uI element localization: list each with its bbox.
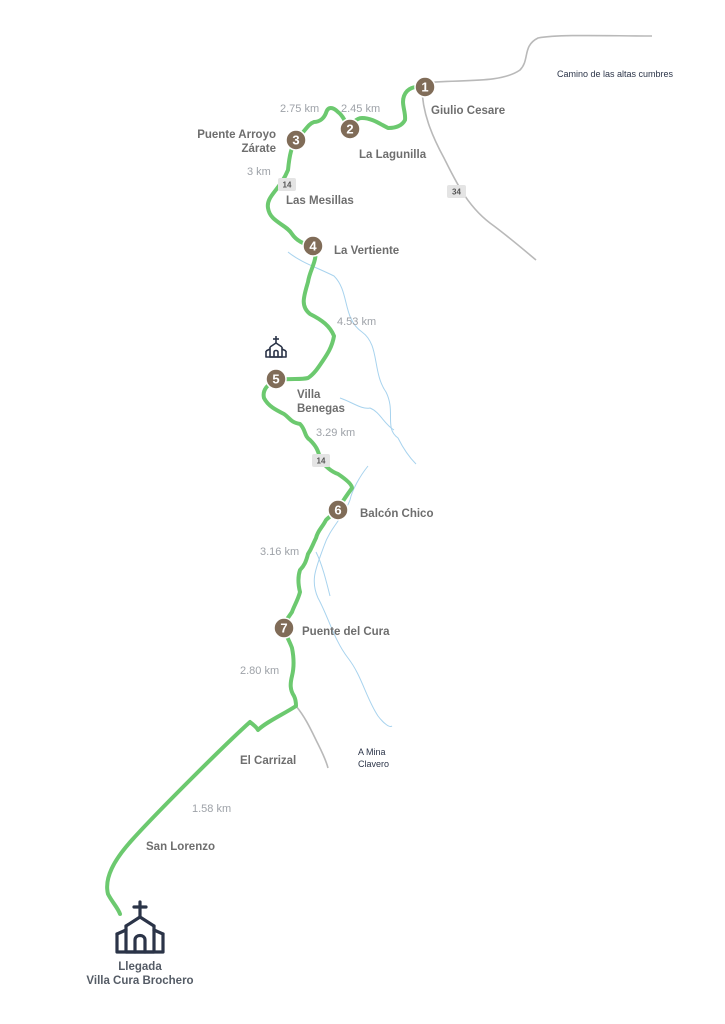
road-shields: 34 14 14 [278,178,466,467]
svg-text:7: 7 [280,621,287,636]
finish-church-icon [115,900,165,954]
stop-label-2: La Lagunilla [359,149,427,161]
stop-label-5-line2: Benegas [297,403,345,415]
stop-label-5-line1: Villa [297,389,321,401]
svg-text:14: 14 [317,457,326,466]
road-mina-clavero [295,705,329,769]
svg-text:4: 4 [309,239,317,254]
stop-label-1: Giulio Cesare [431,105,505,117]
place-label-san-lorenzo: San Lorenzo [146,841,215,853]
external-labels: Camino de las altas cumbres A Mina Clave… [358,69,674,769]
distance-label-3-4: 3 km [247,166,271,178]
place-label-el-carrizal: El Carrizal [240,755,296,767]
svg-text:6: 6 [334,503,341,518]
svg-text:2: 2 [346,122,353,137]
camino-altas-cumbres-label: Camino de las altas cumbres [557,69,674,79]
finish-label-line2: Villa Cura Brochero [86,975,193,987]
route-14-shield-north: 14 [278,178,296,191]
distance-label-2-3: 2.75 km [280,103,319,115]
river-middle [313,465,393,727]
road-altas-cumbres [421,34,653,84]
distance-label-4-5: 4.53 km [337,316,376,328]
stop-labels: Giulio Cesare La Lagunilla Puente Arroyo… [197,105,505,638]
place-labels: Las Mesillas El Carrizal San Lorenzo [146,195,354,853]
stop-markers: 1 2 3 4 5 6 7 [265,76,436,639]
river-upper-branch [339,397,395,431]
svg-text:14: 14 [283,181,292,190]
mina-clavero-label-line1: A Mina [358,747,386,757]
svg-text:3: 3 [292,133,299,148]
stop-marker-2[interactable]: 2 [339,118,361,140]
route-34-shield: 34 [447,185,466,198]
route-14-shield-south: 14 [312,454,330,467]
distance-labels: 2.45 km 2.75 km 3 km 4.53 km 3.29 km 3.1… [192,103,380,815]
finish-label-line1: Llegada [118,961,162,973]
stop-marker-3[interactable]: 3 [285,129,307,151]
mina-clavero-label-line2: Clavero [358,759,389,769]
rivers [287,251,417,727]
stop-marker-7[interactable]: 7 [273,617,295,639]
route-path [105,84,427,916]
stop-label-7: Puente del Cura [302,626,390,638]
river-middle-branch [315,551,331,597]
svg-text:1: 1 [421,80,428,95]
distance-label-5-6: 3.29 km [316,427,355,439]
distance-label-1-2: 2.45 km [341,103,380,115]
stop-marker-6[interactable]: 6 [327,499,349,521]
stop-label-3-line1: Puente Arroyo [197,129,276,141]
stop-label-6: Balcón Chico [360,508,433,520]
distance-label-carrizal-end: 1.58 km [192,803,231,815]
church-icon [265,336,287,358]
svg-text:5: 5 [272,372,279,387]
river-upper [287,251,417,465]
stop-label-4: La Vertiente [334,245,399,257]
stop-marker-5[interactable]: 5 [265,368,287,390]
svg-text:34: 34 [452,188,461,197]
finish-labels: Llegada Villa Cura Brochero [86,961,193,987]
place-label-las-mesillas: Las Mesillas [286,195,354,207]
stop-marker-1[interactable]: 1 [414,76,436,98]
distance-label-6-7: 3.16 km [260,546,299,558]
stop-label-3-line2: Zárate [241,143,276,155]
stop-marker-4[interactable]: 4 [302,235,324,257]
distance-label-7-carrizal: 2.80 km [240,665,279,677]
